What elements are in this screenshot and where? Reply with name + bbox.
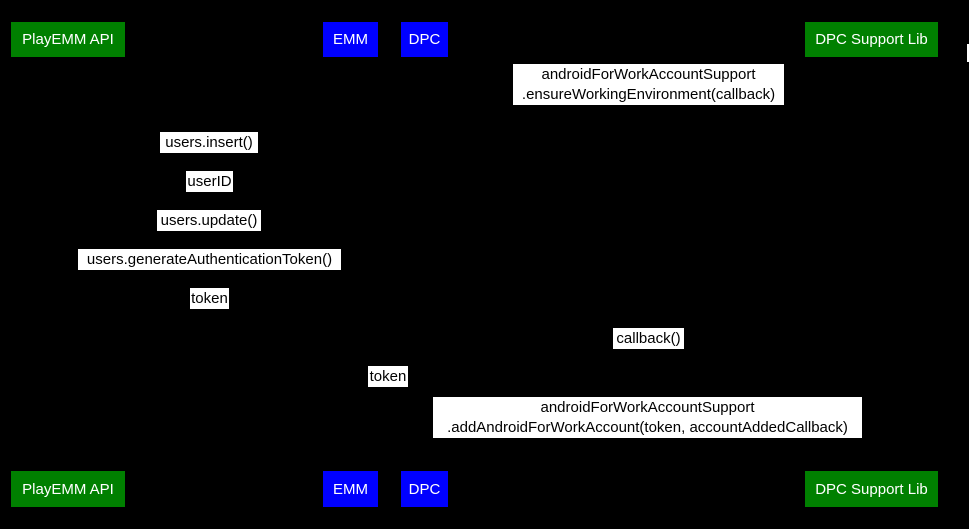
participant-emm-bottom: EMM xyxy=(323,471,378,507)
message-line: users.insert() xyxy=(165,133,253,151)
message-line: androidForWorkAccountSupport xyxy=(541,65,756,83)
message-token-return: token xyxy=(190,288,229,309)
participant-label: DPC xyxy=(408,480,441,498)
message-user-id: userID xyxy=(186,171,233,192)
message-line: users.generateAuthenticationToken() xyxy=(86,250,333,268)
participant-label: EMM xyxy=(333,31,368,48)
message-line: androidForWorkAccountSupport xyxy=(540,398,755,416)
message-callback: callback() xyxy=(613,328,684,349)
message-line: callback() xyxy=(616,329,681,347)
message-ensure-working-environment: androidForWorkAccountSupport .ensureWork… xyxy=(513,64,784,105)
participant-dpc-support-lib-top: DPC Support Lib xyxy=(805,22,938,57)
participant-label: PlayEMM API xyxy=(22,480,114,498)
message-users-insert: users.insert() xyxy=(160,132,258,153)
participant-playemm-api-bottom: PlayEMM API xyxy=(11,471,125,507)
scrollbar-thumb[interactable] xyxy=(967,44,969,62)
participant-dpc-top: DPC xyxy=(401,22,448,57)
message-token-forward: token xyxy=(368,366,408,387)
message-generate-authentication-token: users.generateAuthenticationToken() xyxy=(78,249,341,270)
participant-emm-top: EMM xyxy=(323,22,378,57)
message-line: users.update() xyxy=(160,211,258,229)
message-line: token xyxy=(191,289,228,307)
participant-label: DPC Support Lib xyxy=(815,31,928,48)
participant-playemm-api-top: PlayEMM API xyxy=(11,22,125,57)
participant-label: EMM xyxy=(333,480,368,498)
message-line: token xyxy=(369,367,407,385)
message-line: .ensureWorkingEnvironment(callback) xyxy=(521,85,776,103)
message-add-android-for-work-account: androidForWorkAccountSupport .addAndroid… xyxy=(433,397,862,438)
message-users-update: users.update() xyxy=(157,210,261,231)
participant-dpc-support-lib-bottom: DPC Support Lib xyxy=(805,471,938,507)
participant-label: DPC Support Lib xyxy=(815,480,928,498)
participant-label: PlayEMM API xyxy=(22,31,114,48)
message-line: .addAndroidForWorkAccount(token, account… xyxy=(447,418,848,436)
participant-dpc-bottom: DPC xyxy=(401,471,448,507)
participant-label: DPC xyxy=(408,31,441,48)
message-line: userID xyxy=(187,172,232,190)
